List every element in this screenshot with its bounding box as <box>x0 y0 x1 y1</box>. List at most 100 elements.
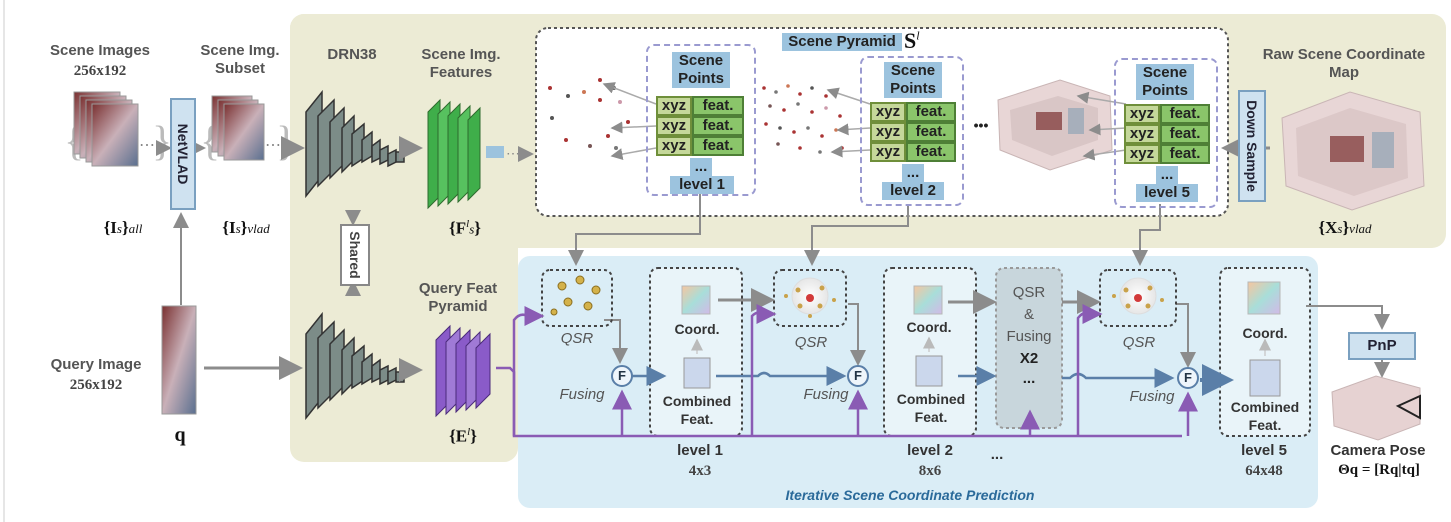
l2-xyz-3: xyz <box>870 142 906 162</box>
pyramid-level1-label: level 1 <box>670 176 734 194</box>
qsr-fusing-line-3: Fusing <box>1006 328 1052 345</box>
scene-images-size: 256x192 <box>73 63 127 79</box>
netvlad-block: NetVLAD <box>170 98 196 210</box>
pyramid-level2-box <box>860 56 964 206</box>
svg-text:}: } <box>276 119 296 165</box>
l2-feat-2: feat. <box>906 122 956 142</box>
shared-block: Shared <box>340 224 370 286</box>
scene-images-title: Scene Images <box>49 42 151 59</box>
stage-box-5 <box>1219 267 1311 437</box>
combined-feat-1 <box>683 357 711 389</box>
l1-feat-1: feat. <box>692 96 744 116</box>
level5-size: 64x48 <box>1245 463 1283 479</box>
scene-pyramid-symbol: Sl <box>904 28 920 53</box>
pyramid-level2-label: level 2 <box>882 182 944 200</box>
scene-points-level2-scatter <box>762 84 844 154</box>
level2-name: level 2 <box>907 442 953 459</box>
coord-label-2: Coord. <box>906 319 952 335</box>
level-dots: ... <box>990 446 1004 463</box>
l1-xyz-2: xyz <box>656 116 692 136</box>
coord-label-1: Coord. <box>674 321 720 337</box>
l2-xyz-1: xyz <box>870 102 906 122</box>
scene-subset-title: Scene Img. Subset <box>200 42 280 77</box>
pyramid-level1-box <box>646 44 756 196</box>
stage-box-qsr-fusing <box>995 267 1063 429</box>
svg-text:⋯: ⋯ <box>139 137 155 154</box>
l1-feat-2: feat. <box>692 116 744 136</box>
l5-ellipsis: ... <box>1156 166 1178 184</box>
l5-feat-2: feat. <box>1160 124 1210 144</box>
scene-pyramid-title: Scene Pyramid <box>782 33 902 51</box>
qsr-level1-ball <box>550 275 601 316</box>
combined-label-5: Combined Feat. <box>1230 399 1300 433</box>
combined-label-1: Combined Feat. <box>662 393 732 427</box>
coord-map-1 <box>681 285 711 315</box>
qsr-label-1: QSR <box>560 330 594 347</box>
camera-pose-math: Θq = [Rq|tq] <box>1338 462 1420 478</box>
l2-ellipsis: ... <box>902 164 924 182</box>
l1-xyz-1: xyz <box>656 96 692 116</box>
scene-images-stack: { ⋯ } <box>64 91 172 167</box>
svg-text:⋯: ⋯ <box>265 137 281 154</box>
l2-feat-1: feat. <box>906 102 956 122</box>
l5-feat-3: feat. <box>1160 144 1210 164</box>
pyramid-level5-label: level 5 <box>1136 184 1198 202</box>
level1-points-label: Scene Points <box>672 52 730 88</box>
query-image-size: 256x192 <box>69 377 123 393</box>
l5-xyz-3: xyz <box>1124 144 1160 164</box>
pyramid-between-dots: ••• <box>973 117 989 133</box>
level2-size: 8x6 <box>918 463 942 479</box>
l2-feat-3: feat. <box>906 142 956 162</box>
qsr-fusing-line-1: QSR <box>1012 284 1046 301</box>
qsr-label-5: QSR <box>1122 334 1156 351</box>
query-feat-math: {El} <box>449 426 477 446</box>
l1-xyz-3: xyz <box>656 136 692 156</box>
fusing-label-2: Fusing <box>803 386 849 403</box>
drn38-label: DRN38 <box>327 46 377 63</box>
l5-feat-1: feat. <box>1160 104 1210 124</box>
drn38-bottom <box>305 311 405 421</box>
iterative-caption: Iterative Scene Coordinate Prediction <box>785 487 1035 503</box>
level5-points-label: Scene Points <box>1136 64 1194 100</box>
scene-feature-stack <box>427 98 481 210</box>
qsr-fusing-dots: ... <box>1022 370 1036 387</box>
qsr-box-1 <box>541 269 613 327</box>
qsr-fusing-x2: X2 <box>1019 350 1039 367</box>
l2-xyz-2: xyz <box>870 122 906 142</box>
scene-images-math: {Is}all <box>103 218 143 237</box>
l1-feat-3: feat. <box>692 136 744 156</box>
camera-pose-label: Camera Pose <box>1330 442 1426 459</box>
query-image <box>161 305 197 415</box>
combined-label-2: Combined Feat. <box>896 391 966 425</box>
fuse-node-5: F <box>1177 367 1199 389</box>
scene-features-math: {Fls} <box>449 218 481 238</box>
qsr-level5-ball <box>1112 277 1164 315</box>
query-symbol: q <box>174 424 186 446</box>
l1-ellipsis: ... <box>690 158 712 176</box>
coord-map-2 <box>913 285 943 315</box>
raw-map-math: {Xs}vlad <box>1318 218 1372 237</box>
query-feat-title: Query Feat Pyramid <box>418 280 498 315</box>
fuse-node-2: F <box>847 365 869 387</box>
level1-name: level 1 <box>677 442 723 459</box>
qsr-level2-ball <box>784 277 836 318</box>
raw-coordinate-cloud <box>1281 91 1425 211</box>
pnp-block: PnP <box>1348 332 1416 360</box>
level1-size: 4x3 <box>688 463 712 479</box>
combined-feat-2 <box>915 355 943 387</box>
level2-points-label: Scene Points <box>884 62 942 98</box>
drn38-top <box>305 89 405 199</box>
scene-subset-math: {Is}vlad <box>222 218 270 237</box>
l5-xyz-2: xyz <box>1124 124 1160 144</box>
svg-text:⋯: ⋯ <box>506 145 520 161</box>
scene-subset-stack: { ⋯ } <box>200 95 296 165</box>
query-image-title: Query Image <box>50 356 142 373</box>
down-sample-block: Down Sample <box>1238 90 1266 202</box>
scene-features-title: Scene Img. Features <box>421 46 501 81</box>
fusing-label-1: Fusing <box>559 386 605 403</box>
coord-label-5: Coord. <box>1242 325 1288 341</box>
qsr-fusing-line-2: & <box>1023 306 1034 323</box>
qsr-label-2: QSR <box>794 334 828 351</box>
pose-point-cloud <box>1331 375 1421 441</box>
